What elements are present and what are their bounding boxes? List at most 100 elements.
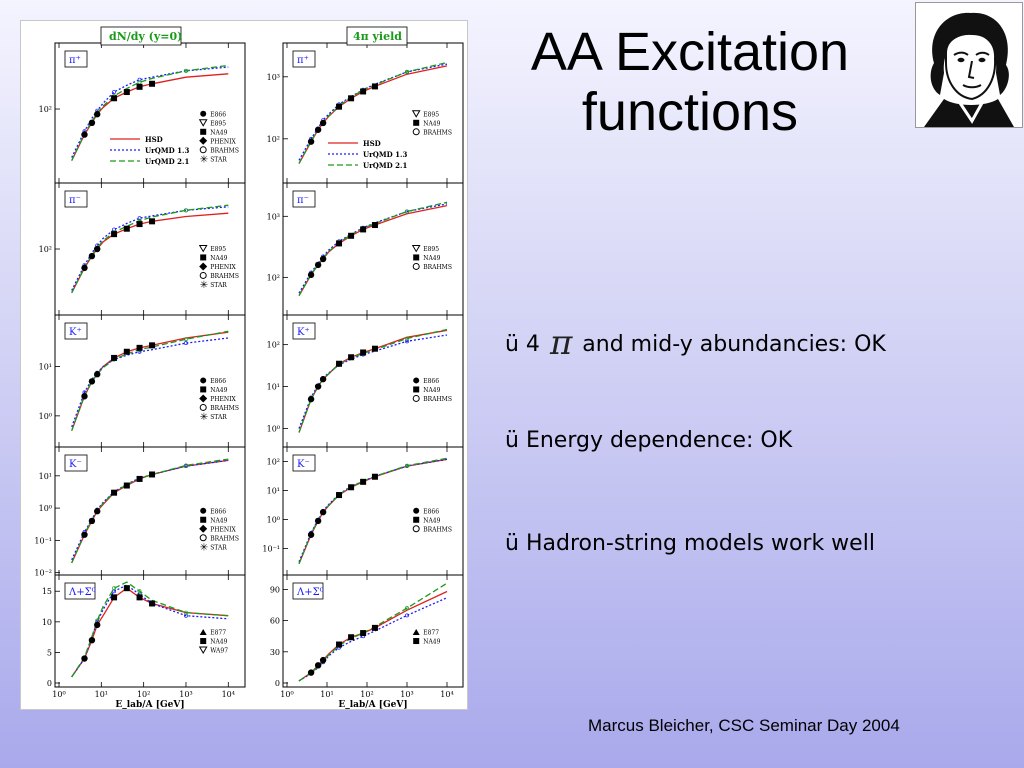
series-point: [112, 586, 117, 591]
data-point-circle: [307, 271, 315, 279]
data-point-square: [336, 360, 343, 367]
y-tick-label: 10²: [39, 245, 52, 254]
x-tick-label: 10⁴: [222, 690, 235, 699]
column-title-box-1: [100, 26, 182, 46]
legend-model-label: UrQMD 1.3: [363, 150, 407, 159]
legend-entry-label: E895: [210, 120, 226, 127]
legend-entry-label: NA49: [210, 517, 227, 524]
y-tick-label: 10⁻²: [34, 569, 52, 578]
particle-label-box: [292, 582, 324, 600]
series-point: [184, 463, 188, 468]
legend-marker: [412, 394, 420, 402]
bullet-2-prefix: ü: [505, 428, 519, 453]
legend-entry-label: BRAHMS: [210, 273, 239, 280]
series-line-urqmd-2-1: [298, 328, 448, 433]
data-point-square: [123, 348, 130, 355]
legend-entry-label: STAR: [210, 544, 227, 551]
series-point: [405, 339, 409, 344]
y-tick-label: 30: [270, 648, 280, 657]
legend-entry-label: STAR: [210, 156, 227, 163]
legend-entry-label: PHENIX: [210, 138, 236, 145]
particle-label: K⁺: [69, 327, 82, 338]
series-point: [112, 90, 117, 94]
legend-marker: [199, 524, 208, 533]
data-point-square: [123, 585, 130, 592]
data-point-circle: [94, 111, 101, 118]
data-point-square: [336, 492, 343, 499]
bullet-hadron-string-models: ü Hadron-string models work well: [505, 531, 875, 556]
x-tick-label: 10³: [179, 690, 192, 699]
pi-symbol: π: [549, 323, 573, 363]
y-tick-label: 10²: [267, 341, 280, 350]
data-point-square: [123, 482, 130, 489]
data-point-circle: [307, 395, 315, 403]
series-point: [405, 606, 409, 611]
data-point-square: [111, 489, 118, 496]
legend-marker: [200, 128, 207, 135]
data-point-circle: [307, 531, 315, 538]
legend-marker: [413, 254, 420, 261]
legend-entry-label: STAR: [210, 414, 227, 421]
data-point-circle: [88, 636, 96, 644]
data-point-square: [348, 484, 355, 491]
legend-entry-label: NA49: [210, 387, 227, 394]
legend-marker: [413, 386, 420, 393]
slide-title: AA Excitation functions: [480, 22, 900, 142]
legend-model-label: UrQMD 2.1: [145, 157, 189, 166]
legend-entry-label: E866: [210, 378, 226, 385]
legend-entry-label: E877: [423, 630, 439, 637]
legend-marker: [413, 638, 420, 645]
legend-marker: [199, 394, 208, 403]
legend-model-label: HSD: [145, 135, 163, 144]
legend-marker: [411, 244, 421, 253]
data-point-square: [371, 624, 378, 631]
legend-marker: [199, 136, 208, 145]
particle-label: π⁻: [69, 195, 81, 206]
data-point-square: [360, 349, 367, 356]
column-title-dndy: dN/dy (y=0): [109, 30, 182, 43]
legend-marker: [200, 386, 207, 393]
x-tick-label: 10⁰: [280, 690, 293, 699]
particle-label: K⁺: [297, 327, 310, 338]
data-point-square: [371, 345, 378, 352]
data-point-square: [371, 473, 378, 480]
data-point-circle: [94, 245, 101, 253]
x-tick-label: 10³: [400, 690, 413, 699]
legend-entry-label: STAR: [210, 282, 227, 289]
legend-model-label: UrQMD 2.1: [363, 161, 407, 170]
legend-marker: [200, 377, 207, 384]
y-tick-label: 10⁰: [39, 504, 52, 513]
data-point-square: [149, 342, 156, 349]
bullet-1-text: and mid-y abundancies: OK: [582, 332, 886, 357]
legend-marker: [411, 110, 421, 118]
data-point-square: [136, 344, 143, 351]
legend-marker: ✳: [200, 542, 208, 553]
legend-marker: [200, 110, 207, 117]
data-point-square: [136, 475, 143, 482]
legend-marker: [198, 244, 208, 253]
portrait-drawing: [916, 3, 1022, 127]
data-point-circle: [81, 655, 88, 662]
data-point-circle: [319, 255, 327, 263]
data-point-square: [348, 634, 355, 641]
data-point-circle: [314, 261, 322, 269]
data-point-circle: [319, 508, 327, 516]
x-tick-label: 10¹: [320, 690, 333, 699]
legend-entry-label: NA49: [423, 387, 440, 394]
particle-label: π⁺: [69, 55, 81, 66]
data-point-circle: [88, 517, 96, 525]
particle-label: K⁻: [69, 459, 82, 470]
particle-label-box: [64, 190, 88, 208]
series-point: [137, 77, 142, 82]
particle-label: Λ+Σ⁰: [296, 587, 324, 598]
